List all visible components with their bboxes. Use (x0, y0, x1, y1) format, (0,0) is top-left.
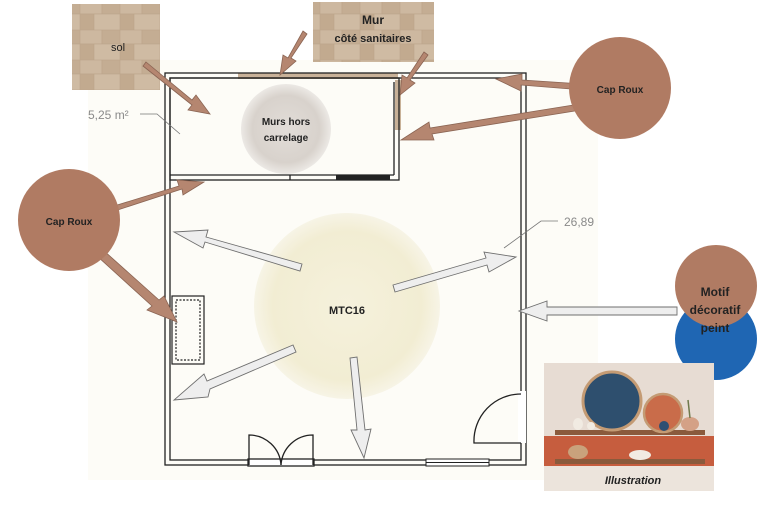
arrow-mtc-downleft (172, 344, 297, 401)
area-room-leader (503, 220, 558, 249)
arrow-mtc-down (349, 356, 372, 460)
murs-label-line1: Murs hors (262, 117, 311, 128)
area-sdb-leader (140, 113, 181, 135)
arrow-sol (142, 61, 211, 115)
mur-sanitaires-swatch: Mur côté sanitaires (313, 2, 434, 62)
motif-label-line1: Motif (701, 285, 731, 299)
illustration-photo: Illustration (544, 363, 714, 491)
arrow-mur-side (399, 51, 429, 96)
mur-label-line1: Mur (362, 13, 384, 27)
bathroom-door (336, 175, 390, 180)
arrow-motif (517, 300, 678, 322)
arrow-mtc-right (392, 251, 518, 293)
motif-label-line3: peint (701, 321, 730, 335)
cap-roux-left-circle (18, 169, 120, 271)
door-right (473, 391, 526, 444)
murs-label-line2: carrelage (264, 133, 309, 144)
arrow-mtc-upleft (172, 229, 303, 272)
arrow-mur-top (279, 30, 308, 77)
sol-swatch: sol (72, 4, 160, 90)
window-bottom (425, 458, 490, 467)
motif-brown-circle (675, 245, 757, 327)
mtc16-label: MTC16 (329, 305, 365, 317)
double-door (247, 434, 315, 467)
cap-roux-right-label: Cap Roux (597, 85, 644, 96)
tiled-wall-side (395, 80, 401, 130)
arrow-caproux-right-side (399, 102, 588, 141)
cap-roux-right-circle (569, 37, 671, 139)
area-sdb-label: 5,25 m² (88, 108, 129, 122)
tiled-wall-top (238, 73, 398, 79)
cap-roux-left-label: Cap Roux (46, 217, 93, 228)
motif-label-line2: décoratif (690, 303, 742, 317)
mur-label-line2: côté sanitaires (334, 33, 411, 45)
radiator (171, 295, 205, 365)
brown-arrows (85, 30, 588, 323)
light-arrows (172, 229, 678, 460)
sol-label: sol (111, 42, 125, 54)
murs-hors-carrelage-circle (241, 84, 331, 174)
illustration-label: Illustration (605, 475, 662, 487)
mtc16-circle (254, 213, 440, 399)
area-room-label: 26,89 (564, 215, 594, 229)
